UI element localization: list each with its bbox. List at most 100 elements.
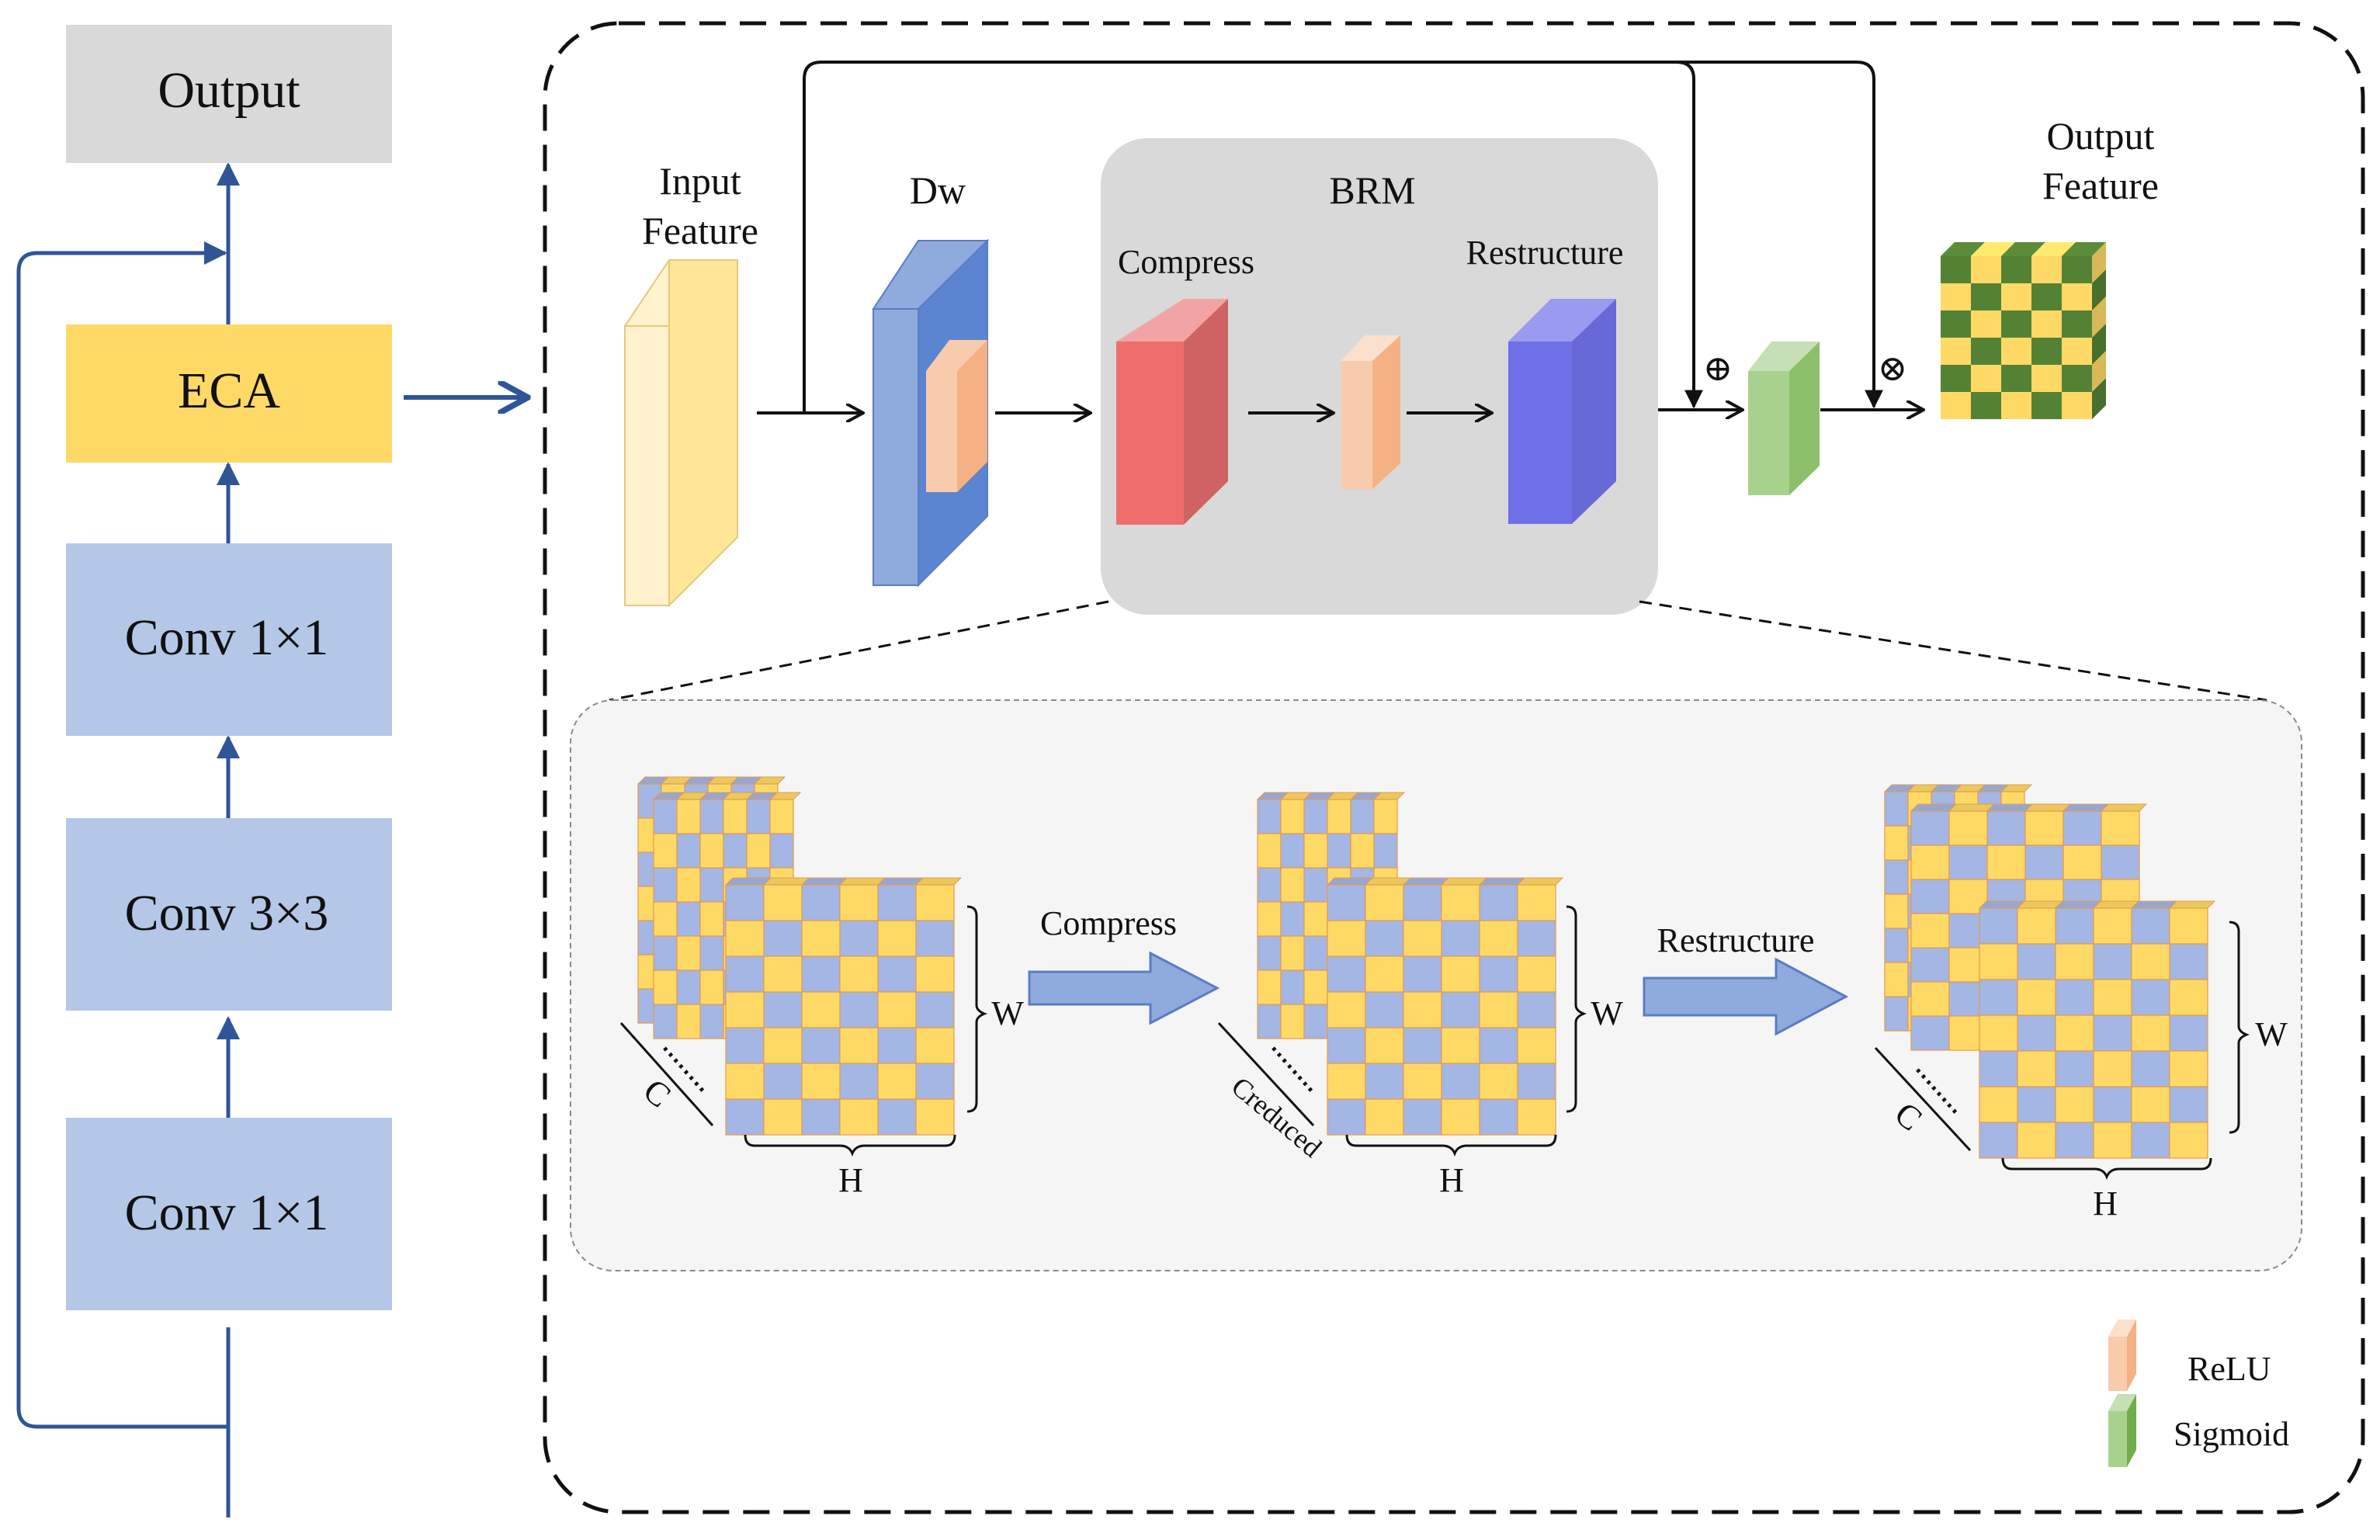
tensor-cell xyxy=(2055,1015,2094,1052)
eca-block xyxy=(66,324,392,463)
tensor-cell xyxy=(1327,1098,1366,1136)
tensor-cell xyxy=(725,956,765,993)
tensor-cell xyxy=(1373,833,1398,869)
tensor-top-cell xyxy=(2168,900,2216,909)
tensor-cell xyxy=(2093,1015,2132,1052)
tensor-top-cell xyxy=(1910,803,1958,812)
tensor-cell xyxy=(1403,1063,1442,1100)
tensor-cell xyxy=(1517,920,1556,957)
tensor3-w-brace xyxy=(2229,921,2250,1134)
tensor-cell xyxy=(1479,1063,1518,1100)
tensor-cell xyxy=(2017,943,2056,980)
tensor-cell xyxy=(877,1098,917,1136)
output-feature-cell xyxy=(2062,283,2092,310)
tensor-cell xyxy=(1327,884,1366,921)
output-feature-cell xyxy=(2001,365,2031,392)
output-feature-cell xyxy=(2031,365,2062,392)
tensor-cell xyxy=(1884,962,1909,997)
output-feature-cell xyxy=(2031,392,2062,419)
tensor-cell xyxy=(2063,810,2102,846)
tensor-cell xyxy=(746,799,771,834)
tensor-cell xyxy=(1403,884,1442,921)
tensor-cell xyxy=(725,991,765,1028)
tensor-cell xyxy=(653,799,678,834)
tensor2-h-label: H xyxy=(1439,1161,1464,1199)
tensor-cell xyxy=(2169,1122,2208,1159)
tensor-cell xyxy=(2017,1015,2056,1052)
output-feature-cell xyxy=(1941,283,1971,310)
tensor1-h-brace xyxy=(744,1134,956,1157)
add-symbol: ⊕ xyxy=(1703,349,1733,388)
output-feature-cell xyxy=(2001,256,2031,283)
output-block-label: Output xyxy=(158,62,300,119)
tensor-cell xyxy=(2093,1122,2132,1159)
legend-sigmoid-swatch xyxy=(2108,1394,2136,1467)
tensor-cell xyxy=(746,833,771,869)
tensor-cell xyxy=(763,1098,803,1136)
tensor-cell xyxy=(1441,956,1480,993)
tensor-cell xyxy=(699,799,724,834)
tensor2-w-label: W xyxy=(1591,994,1623,1032)
tensor-top-cell xyxy=(1326,877,1374,886)
tensor-cell xyxy=(2131,979,2170,1016)
tensor-cell xyxy=(725,1063,765,1100)
tensor2-w-brace xyxy=(1566,905,1587,1113)
tensor-top-cell xyxy=(1516,877,1564,886)
output-feature-cell xyxy=(2001,283,2031,310)
tensor-cell xyxy=(877,884,917,921)
tensor-cell xyxy=(1479,1027,1518,1064)
tensor-cell xyxy=(1365,884,1404,921)
tensor2-c-brace xyxy=(1217,1021,1315,1127)
tensor-cell xyxy=(1884,825,1909,861)
tensor-cell xyxy=(2093,979,2132,1016)
conv-top-block xyxy=(66,543,392,736)
input-feature-block xyxy=(623,259,739,608)
tensor-cell xyxy=(1327,833,1351,869)
legend: ReLU Sigmoid xyxy=(2108,1320,2289,1467)
tensor-top-cell xyxy=(1986,803,2034,812)
tensor-cell xyxy=(2017,1122,2056,1159)
tensor-cell xyxy=(1884,893,1909,929)
compress-label: Compress xyxy=(1118,243,1254,281)
tensor-cell xyxy=(676,799,701,834)
tensor-cell xyxy=(1979,979,2018,1016)
tensor-cell xyxy=(915,884,955,921)
output-feature-side-cell xyxy=(2092,269,2106,310)
output-feature-cell xyxy=(1971,256,2001,283)
output-feature-cell xyxy=(2062,310,2092,338)
input-feature-label-2: Feature xyxy=(642,209,758,252)
tensor-cell xyxy=(1979,1122,2018,1159)
tensor-cell xyxy=(676,935,701,971)
tensor-cell xyxy=(801,920,841,957)
tensor-cell xyxy=(2055,907,2094,945)
skip-line-mul xyxy=(1677,61,1883,409)
tensor-cell xyxy=(699,867,724,903)
tensor-cell xyxy=(2169,979,2208,1016)
output-feature-cell xyxy=(1941,310,1971,338)
tensor-cell xyxy=(2131,1015,2170,1052)
compress-arrow-label: Compress xyxy=(1040,904,1177,942)
tensor-cell xyxy=(699,901,724,937)
tensor-cell xyxy=(1910,913,1950,949)
tensor-cell xyxy=(1979,1050,2018,1087)
tensor-cell xyxy=(1403,956,1442,993)
tensor-cell xyxy=(2024,845,2064,880)
tensor-cell xyxy=(877,956,917,993)
tensor-top-cell xyxy=(2092,900,2140,909)
tensor-cell xyxy=(676,833,701,869)
tensor-cell xyxy=(1479,1098,1518,1136)
output-feature-cell xyxy=(1971,283,2001,310)
tensor-cell xyxy=(1948,810,1988,846)
conv-bottom-block xyxy=(66,1118,392,1310)
output-feature-side-cell xyxy=(2092,324,2106,365)
tensor-cell xyxy=(877,1063,917,1100)
tensor-top-cell xyxy=(2130,900,2178,909)
zoom-line-right xyxy=(1639,600,2267,702)
tensor-cell xyxy=(653,901,678,937)
tensor-cell xyxy=(699,969,724,1005)
tensor-cell xyxy=(676,901,701,937)
tensor-cell xyxy=(2017,907,2056,945)
tensor-cell xyxy=(1257,969,1282,1005)
tensor-cell xyxy=(1517,1063,1556,1100)
tensor-cell xyxy=(1910,947,1950,983)
